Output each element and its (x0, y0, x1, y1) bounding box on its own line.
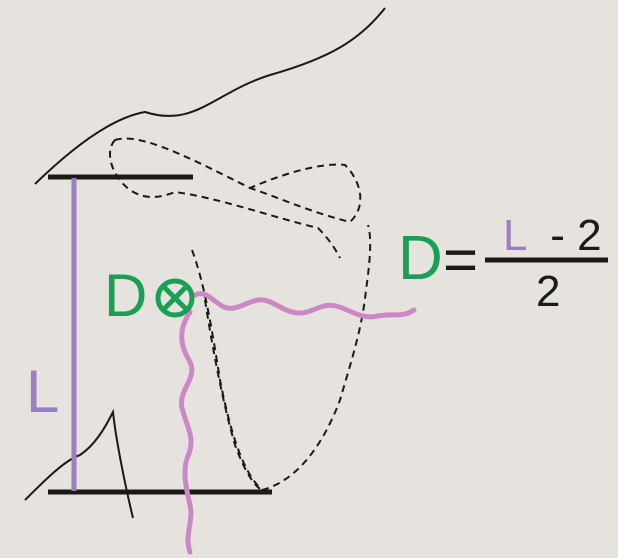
dashed-upper-structure-top (114, 137, 362, 224)
wavy-line-vertical (179, 309, 195, 555)
body-contour-lower (24, 408, 134, 519)
dashed-lower-inner (204, 299, 266, 493)
length-label: L (26, 358, 60, 425)
circled-times-icon (155, 278, 195, 318)
dashed-upper-structure (109, 139, 341, 259)
formula-denominator: 2 (536, 267, 561, 316)
formula-numerator-rest: - 2 (538, 211, 602, 260)
formula-numerator-variable: L (503, 211, 528, 260)
formula-lhs: D (398, 224, 443, 293)
body-contour-upper (34, 7, 386, 185)
wavy-line-horizontal (192, 291, 417, 320)
depth-label: D (104, 262, 148, 329)
formula-equals: = (443, 226, 479, 293)
dashed-lower-structure (191, 224, 372, 491)
